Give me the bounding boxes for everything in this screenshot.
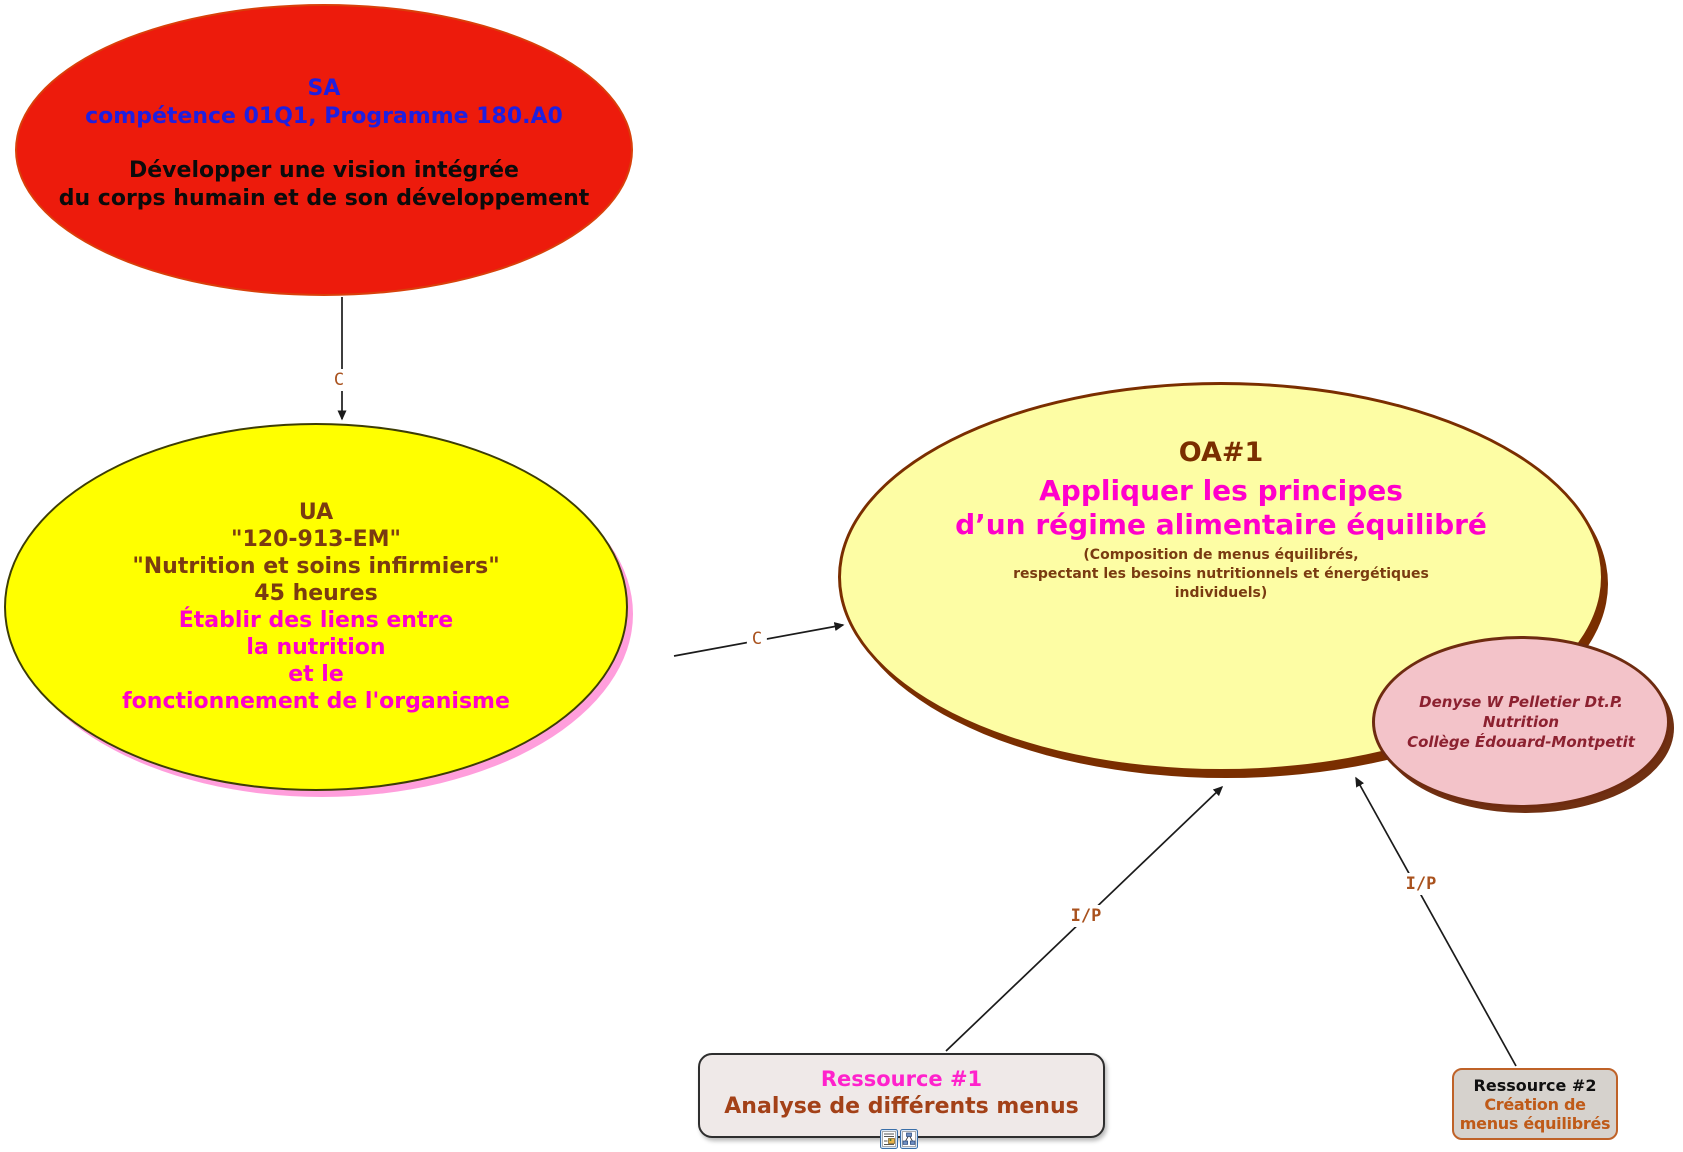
concept-map-icon[interactable] (900, 1129, 918, 1149)
link-label-ip1: I/P (1065, 905, 1107, 927)
ua-line: et le (288, 662, 344, 687)
sa-line: du corps humain et de son développement (58, 186, 590, 211)
link-label-c1: C (328, 369, 350, 391)
resource2-line: Création de (1484, 1094, 1586, 1114)
node-author-ellipse[interactable]: Denyse W Pelletier Dt.P. Nutrition Collè… (1372, 636, 1670, 808)
ua-line: 45 heures (254, 581, 378, 606)
sa-line: Développer une vision intégrée (129, 158, 519, 183)
node-oa1-text: OA#1 Appliquer les principes d’un régime… (955, 436, 1487, 603)
link-label-c2: C (746, 628, 768, 650)
oa1-caption-line: (Composition de menus équilibrés, (1083, 546, 1359, 563)
ua-line: fonctionnement de l'organisme (122, 689, 510, 714)
document-icon[interactable] (880, 1129, 898, 1149)
sa-spacer (59, 131, 590, 157)
oa1-caption-line: respectant les besoins nutritionnels et … (1013, 565, 1429, 582)
author-line: Nutrition (1482, 713, 1560, 731)
sa-line: compétence 01Q1, Programme 180.A0 (85, 104, 563, 129)
resource2-title: Ressource #2 (1473, 1075, 1597, 1095)
author-line: Collège Édouard-Montpetit (1407, 733, 1635, 751)
resource2-line: menus équilibrés (1459, 1113, 1611, 1133)
resource1-attachments (880, 1129, 918, 1149)
node-author-text: Denyse W Pelletier Dt.P. Nutrition Collè… (1407, 692, 1635, 752)
node-resource1-box[interactable]: Ressource #1 Analyse de différents menus (698, 1053, 1105, 1138)
oa1-line: d’un régime alimentaire équilibré (955, 507, 1487, 541)
sa-line: SA (307, 76, 341, 101)
node-sa-text: SA compétence 01Q1, Programme 180.A0 Dév… (59, 75, 590, 213)
author-line: Denyse W Pelletier Dt.P. (1419, 693, 1623, 711)
ua-line: Établir des liens entre (178, 608, 454, 633)
resource1-subtitle: Analyse de différents menus (724, 1093, 1079, 1119)
ua-line: UA (298, 500, 334, 525)
node-ua-text: UA "120-913-EM" "Nutrition et soins infi… (122, 499, 510, 715)
ua-line: la nutrition (246, 635, 386, 660)
node-oa1-ellipse[interactable]: OA#1 Appliquer les principes d’un régime… (838, 382, 1604, 772)
node-resource2-box[interactable]: Ressource #2 Création de menus équilibré… (1452, 1068, 1618, 1140)
link-resource2-oa1 (1355, 776, 1517, 1067)
oa1-title: OA#1 (1178, 436, 1264, 468)
resource1-title: Ressource #1 (820, 1066, 983, 1091)
node-ua-ellipse[interactable]: UA "120-913-EM" "Nutrition et soins infi… (4, 423, 628, 791)
ua-line: "120-913-EM" (231, 527, 401, 552)
ua-line: "Nutrition et soins infirmiers" (132, 554, 500, 579)
link-label-ip2: I/P (1400, 873, 1442, 895)
oa1-caption-line: individuels) (1174, 584, 1268, 601)
oa1-line: Appliquer les principes (1039, 473, 1403, 507)
node-sa-ellipse[interactable]: SA compétence 01Q1, Programme 180.A0 Dév… (15, 4, 633, 296)
